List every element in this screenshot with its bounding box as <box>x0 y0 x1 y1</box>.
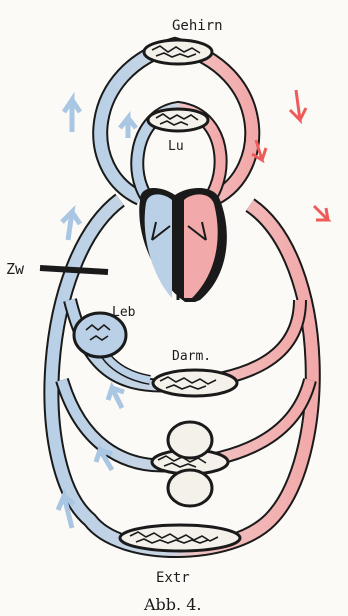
capillary-network-brain <box>144 40 212 64</box>
label-lu: Lu <box>168 139 184 154</box>
capillary-network-extremities <box>120 525 240 551</box>
label-leb: Leb <box>112 305 136 320</box>
capillary-network-intestine <box>153 370 237 396</box>
label-zw: Zw <box>6 260 25 278</box>
arrow-down-icon <box>252 90 328 220</box>
label-gehirn: Gehirn <box>172 18 223 34</box>
label-extr: Extr <box>156 570 190 586</box>
heart <box>139 188 227 302</box>
figure-caption: Abb. 4. <box>143 595 201 614</box>
capillary-network-lower <box>152 422 228 506</box>
capillary-network-lung <box>148 109 208 131</box>
label-darm: Darm. <box>172 349 211 364</box>
diaphragm-marker <box>40 268 108 272</box>
